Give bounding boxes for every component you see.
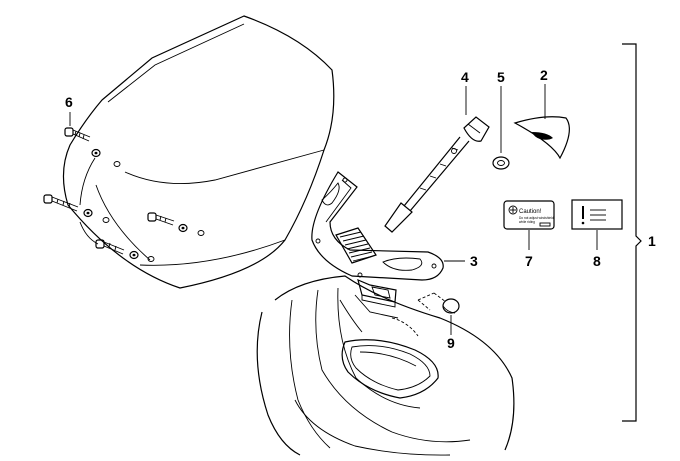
caution-line-1: Do not adjust windshield [519,216,554,220]
cap [442,298,460,314]
screw-top [64,127,121,167]
caution-label: Caution! Do not adjust windshield while … [503,200,555,230]
callout-7: 7 [525,253,533,269]
front-fairing [256,275,515,456]
windshield-bracket [311,171,444,308]
callout-1: 1 [648,233,656,249]
screw-lower-mid [147,212,205,236]
mounting-indicator [391,292,447,337]
adjuster-rod [384,116,490,233]
instruction-sheet [571,199,623,230]
callout-6: 6 [65,94,73,110]
windshield [62,15,335,289]
washer [492,156,510,170]
caution-title: Caution! [519,209,542,215]
caution-line-2: while riding [519,220,535,224]
trim-pad [513,116,570,160]
screw-bottom [95,239,155,262]
group-bracket [622,43,642,422]
callout-9: 9 [447,335,455,351]
screw-upper-mid [43,194,110,223]
callout-4: 4 [461,69,469,85]
callout-2: 2 [540,67,548,83]
callout-3: 3 [470,253,478,269]
callout-8: 8 [593,253,601,269]
callout-5: 5 [497,69,505,85]
